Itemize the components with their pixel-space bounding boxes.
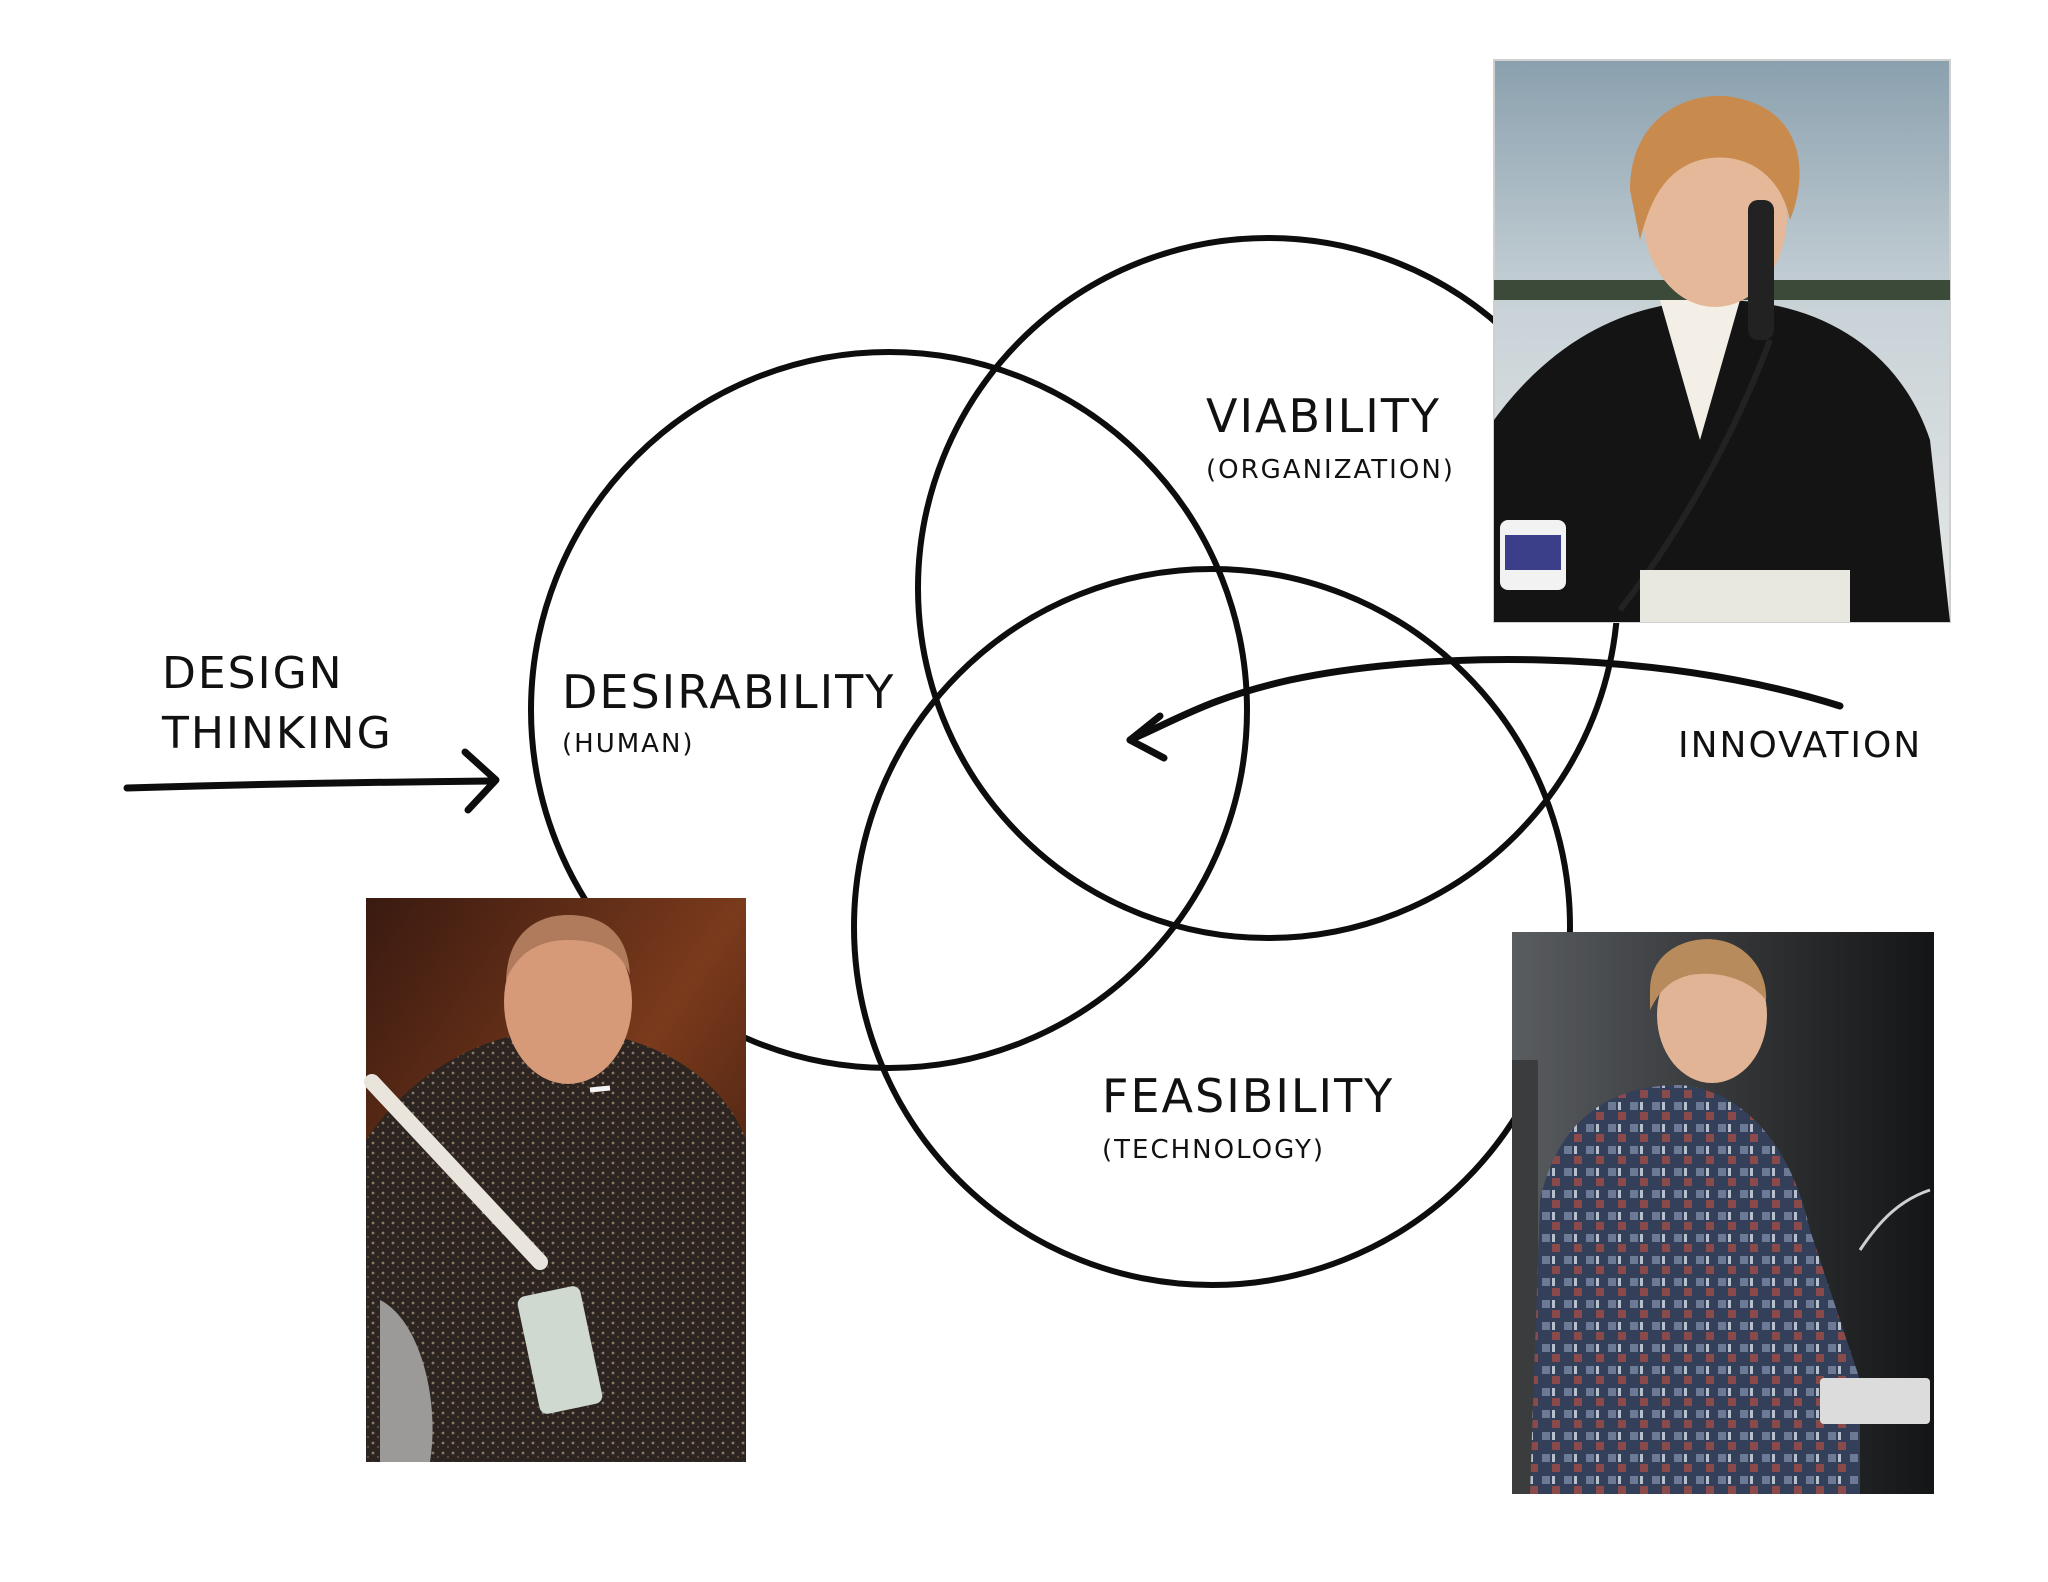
desirability-circle <box>528 349 1250 1071</box>
design-thinking-arrow <box>123 748 500 814</box>
innovation-label: INNOVATION <box>1678 725 1922 766</box>
viability-labels: VIABILITY (ORGANIZATION) <box>1206 389 1455 485</box>
innovation-arrow <box>1126 656 1844 762</box>
left-label: DESIGN THINKING <box>161 648 393 759</box>
desirability-subtitle: (HUMAN) <box>562 729 695 759</box>
feasibility-photo <box>1512 932 1934 1494</box>
feasibility-title: FEASIBILITY <box>1102 1069 1394 1123</box>
feasibility-subtitle: (TECHNOLOGY) <box>1102 1135 1325 1165</box>
thinking-label: THINKING <box>161 708 393 759</box>
viability-subtitle: (ORGANIZATION) <box>1206 455 1455 485</box>
feasibility-circle <box>851 566 1573 1288</box>
desirability-title: DESIRABILITY <box>562 665 895 719</box>
desirability-labels: DESIRABILITY (HUMAN) <box>562 665 895 759</box>
desirability-photo <box>364 898 746 1462</box>
feasibility-labels: FEASIBILITY (TECHNOLOGY) <box>1102 1069 1394 1165</box>
viability-title: VIABILITY <box>1206 389 1441 443</box>
design-label: DESIGN <box>162 648 344 699</box>
viability-photo <box>1493 59 1951 623</box>
